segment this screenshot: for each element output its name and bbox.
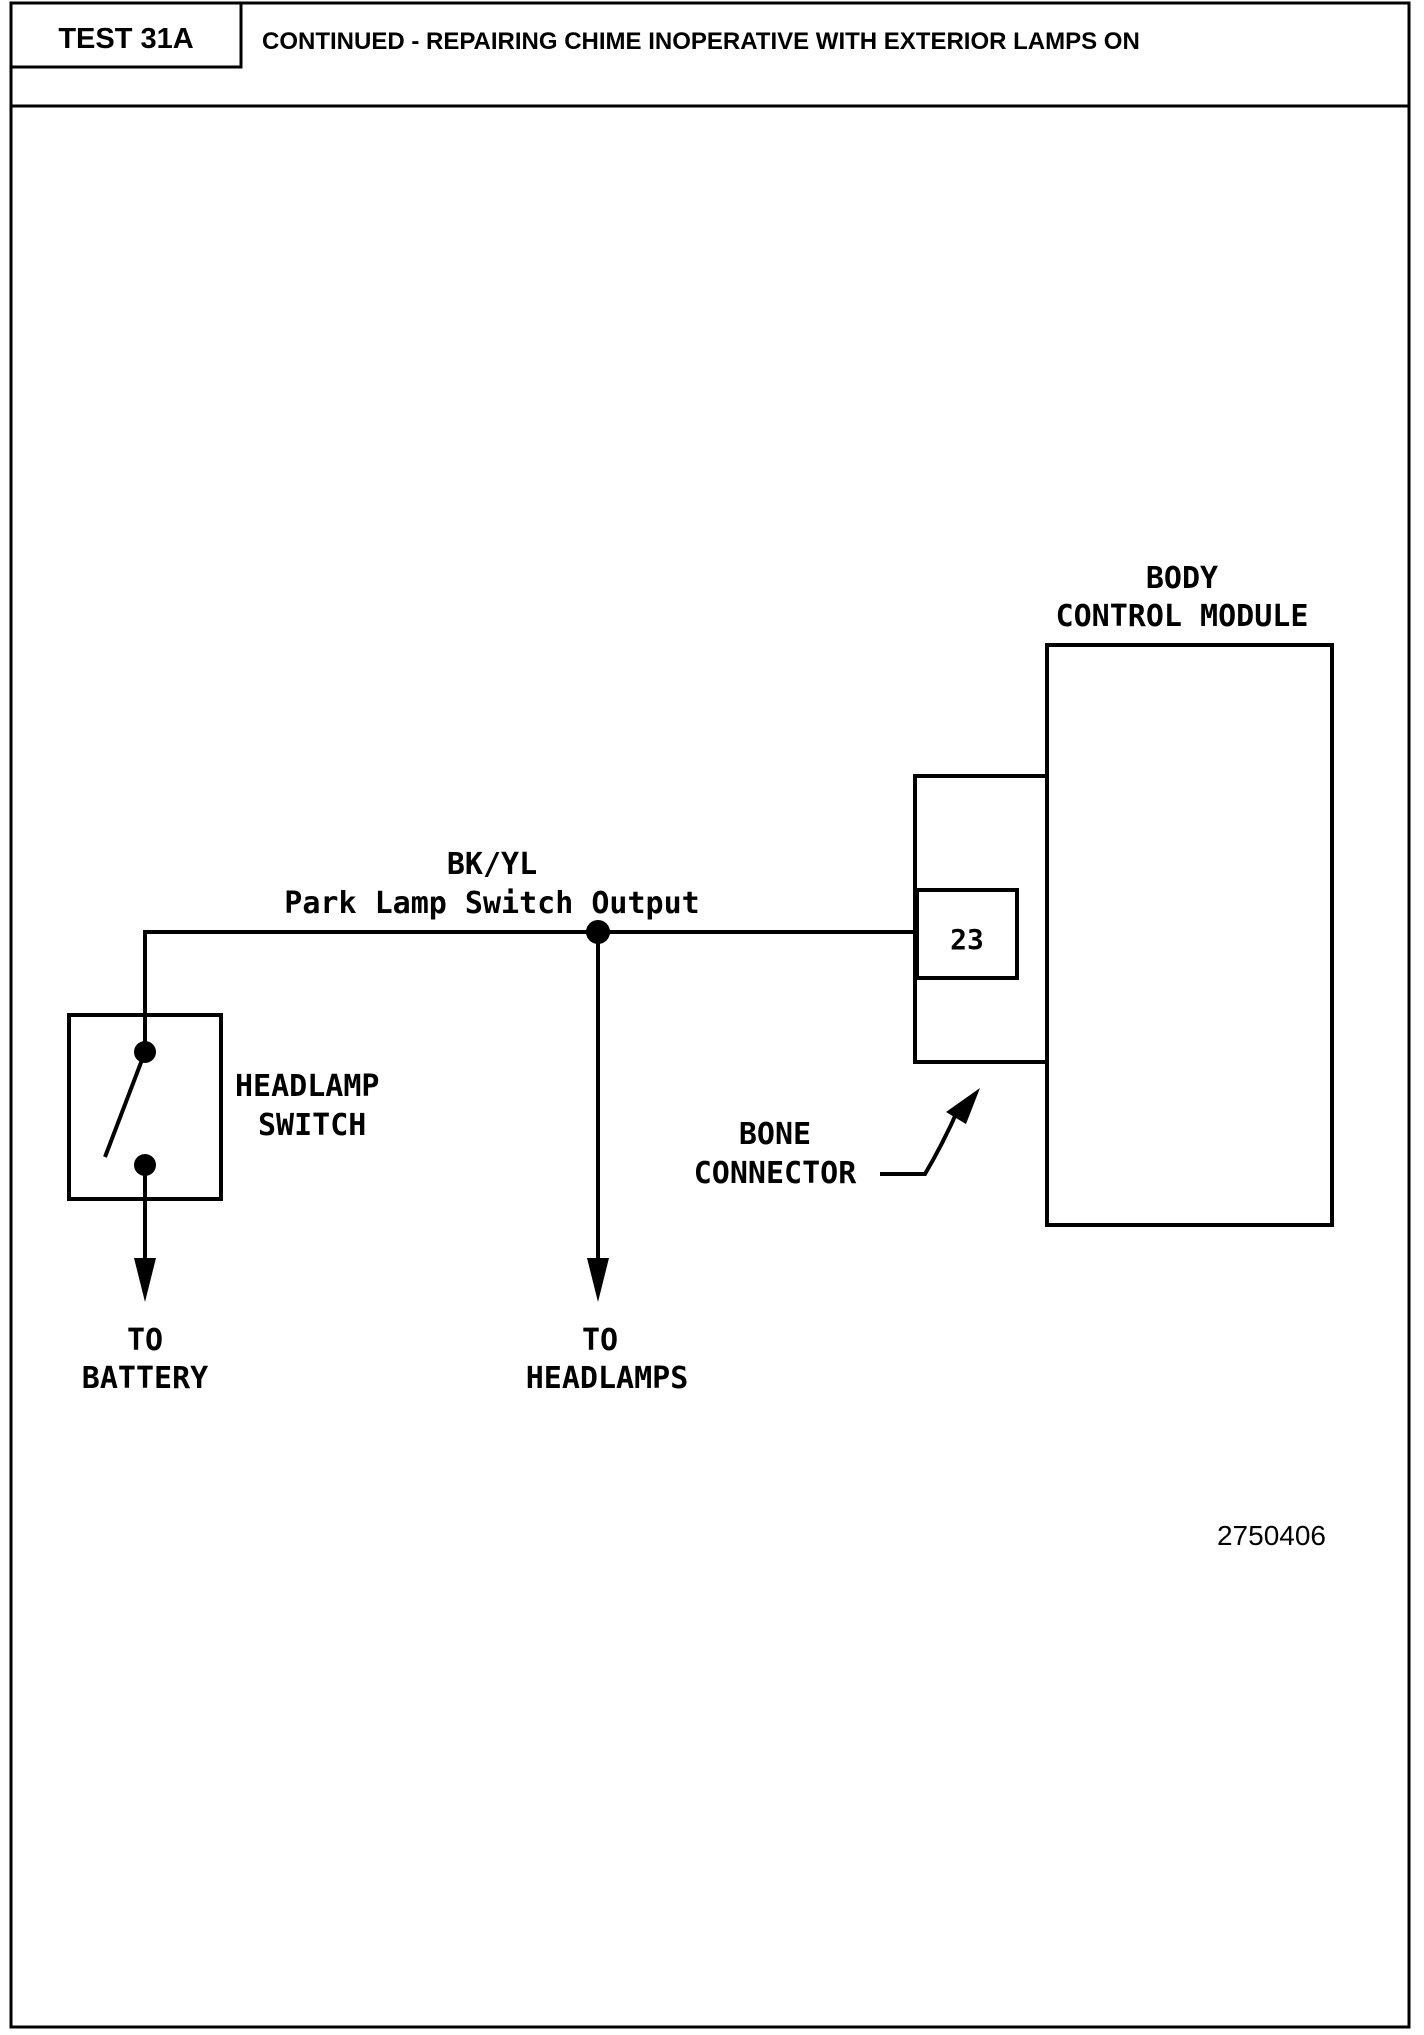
module-label-line2: CONTROL MODULE	[1056, 599, 1309, 634]
battery-label-line1: TO	[127, 1323, 163, 1358]
headlamps-label-line1: TO	[582, 1323, 618, 1358]
switch-label-line1: HEADLAMP	[235, 1069, 380, 1104]
headlamps-arrow-icon	[587, 1258, 609, 1302]
connector-label-line1: BONE	[739, 1117, 811, 1152]
pin-23-box	[915, 888, 1019, 980]
switch-label-line2: SWITCH	[258, 1108, 366, 1143]
test-id: TEST 31A	[58, 23, 193, 55]
connector-leader-line	[880, 1104, 962, 1176]
switch-blade	[103, 1051, 147, 1158]
battery-arrow-icon	[134, 1258, 156, 1302]
figure-number: 2750406	[1217, 1520, 1326, 1551]
test-id-box	[9, 1, 243, 69]
page-frame	[9, 1, 1411, 2029]
body-control-module	[1045, 643, 1334, 1227]
bone-connector-housing	[913, 774, 1047, 1064]
park-lamp-wire	[143, 930, 915, 1052]
headlamps-label-line2: HEADLAMPS	[526, 1361, 689, 1396]
header-title: CONTINUED - REPAIRING CHIME INOPERATIVE …	[262, 28, 1140, 55]
connector-arrow-icon	[946, 1088, 980, 1124]
pin-number: 23	[950, 923, 984, 956]
wire-name-label: Park Lamp Switch Output	[284, 886, 699, 921]
wire-color-label: BK/YL	[447, 847, 537, 882]
battery-label-line2: BATTERY	[82, 1361, 208, 1396]
connector-label-line2: CONNECTOR	[694, 1156, 857, 1191]
module-label-line1: BODY	[1146, 561, 1218, 596]
